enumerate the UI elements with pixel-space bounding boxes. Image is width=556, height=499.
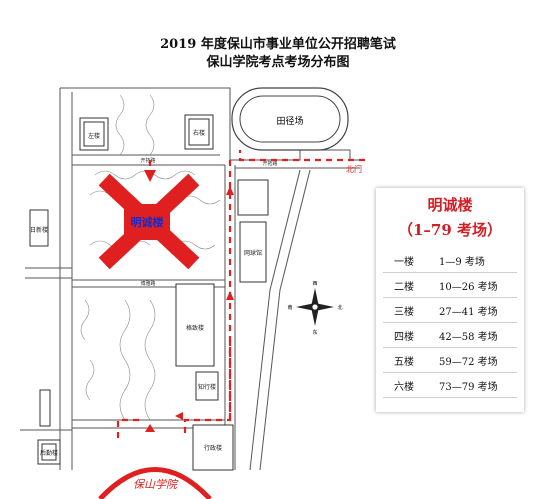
- table-row: 六楼 73—79 考场: [383, 372, 517, 398]
- svg-text:北: 北: [337, 304, 342, 311]
- mingcheng-label: 明诚楼: [131, 215, 164, 229]
- gate-sign: 保山学院: [133, 478, 179, 491]
- svg-text:开拓路: 开拓路: [262, 160, 277, 167]
- table-row: 一楼 1—9 考场: [383, 248, 517, 273]
- road-labels: 开拓路 开拓路 博雅路: [140, 157, 277, 287]
- small-buildings: [29, 114, 269, 471]
- svg-text:博雅路: 博雅路: [140, 280, 155, 287]
- building-labels: 左楼 右楼 日新楼 网球馆 格致楼 知行楼 行政楼 后勤楼: [30, 129, 262, 457]
- route-arrows: [144, 170, 234, 432]
- track-label: 田径场: [276, 115, 303, 127]
- mingcheng-building: 明诚楼: [98, 173, 200, 270]
- label-xingzheng: 行政楼: [204, 444, 222, 452]
- label-zhixing: 知行楼: [198, 383, 216, 391]
- arrow-up-icon: [226, 186, 234, 195]
- label-houqin: 后勤楼: [40, 449, 58, 457]
- svg-text:东: 东: [312, 329, 317, 336]
- legend-title: 明诚楼: [427, 196, 473, 214]
- exam-room-legend: 明诚楼 （1–79 考场） 一楼 1—9 考场 二楼 10—26 考场 三楼 2…: [376, 188, 524, 412]
- svg-text:开拓路: 开拓路: [140, 157, 155, 164]
- arrow-up-icon: [145, 424, 155, 432]
- compass-icon: 西 东 北 南: [287, 281, 342, 336]
- track-field: 田径场: [231, 87, 349, 151]
- table-row: 三楼 27—41 考场: [383, 297, 517, 323]
- label-wangqiu: 网球馆: [244, 249, 262, 257]
- label-rijing: 日新楼: [30, 226, 48, 234]
- north-gate-label: 北门: [346, 164, 362, 174]
- arrow-left-icon: [175, 412, 183, 420]
- label-youyou: 右楼: [193, 129, 205, 137]
- main-gate: 保山学院: [98, 467, 212, 499]
- arrow-up-icon: [226, 291, 234, 300]
- table-row: 二楼 10—26 考场: [383, 272, 517, 298]
- svg-text:南: 南: [287, 304, 292, 311]
- table-row: 四楼 42—58 考场: [383, 322, 517, 348]
- legend-range: （1–79 考场）: [397, 221, 503, 239]
- floor-table: 一楼 1—9 考场 二楼 10—26 考场 三楼 27—41 考场 四楼 42—…: [383, 248, 517, 398]
- arrow-down-icon: [144, 170, 156, 182]
- label-xuezhi: 格致楼: [186, 324, 204, 332]
- map-title-line2: 保山学院考点考场分布图: [206, 55, 350, 70]
- road-network: [20, 87, 365, 471]
- table-row: 五楼 59—72 考场: [383, 347, 517, 373]
- svg-text:西: 西: [312, 281, 317, 287]
- label-zuoyou: 左楼: [88, 132, 100, 140]
- route-path: [116, 150, 365, 438]
- map-title-line1: 2019 年度保山市事业单位公开招聘笔试: [160, 37, 396, 52]
